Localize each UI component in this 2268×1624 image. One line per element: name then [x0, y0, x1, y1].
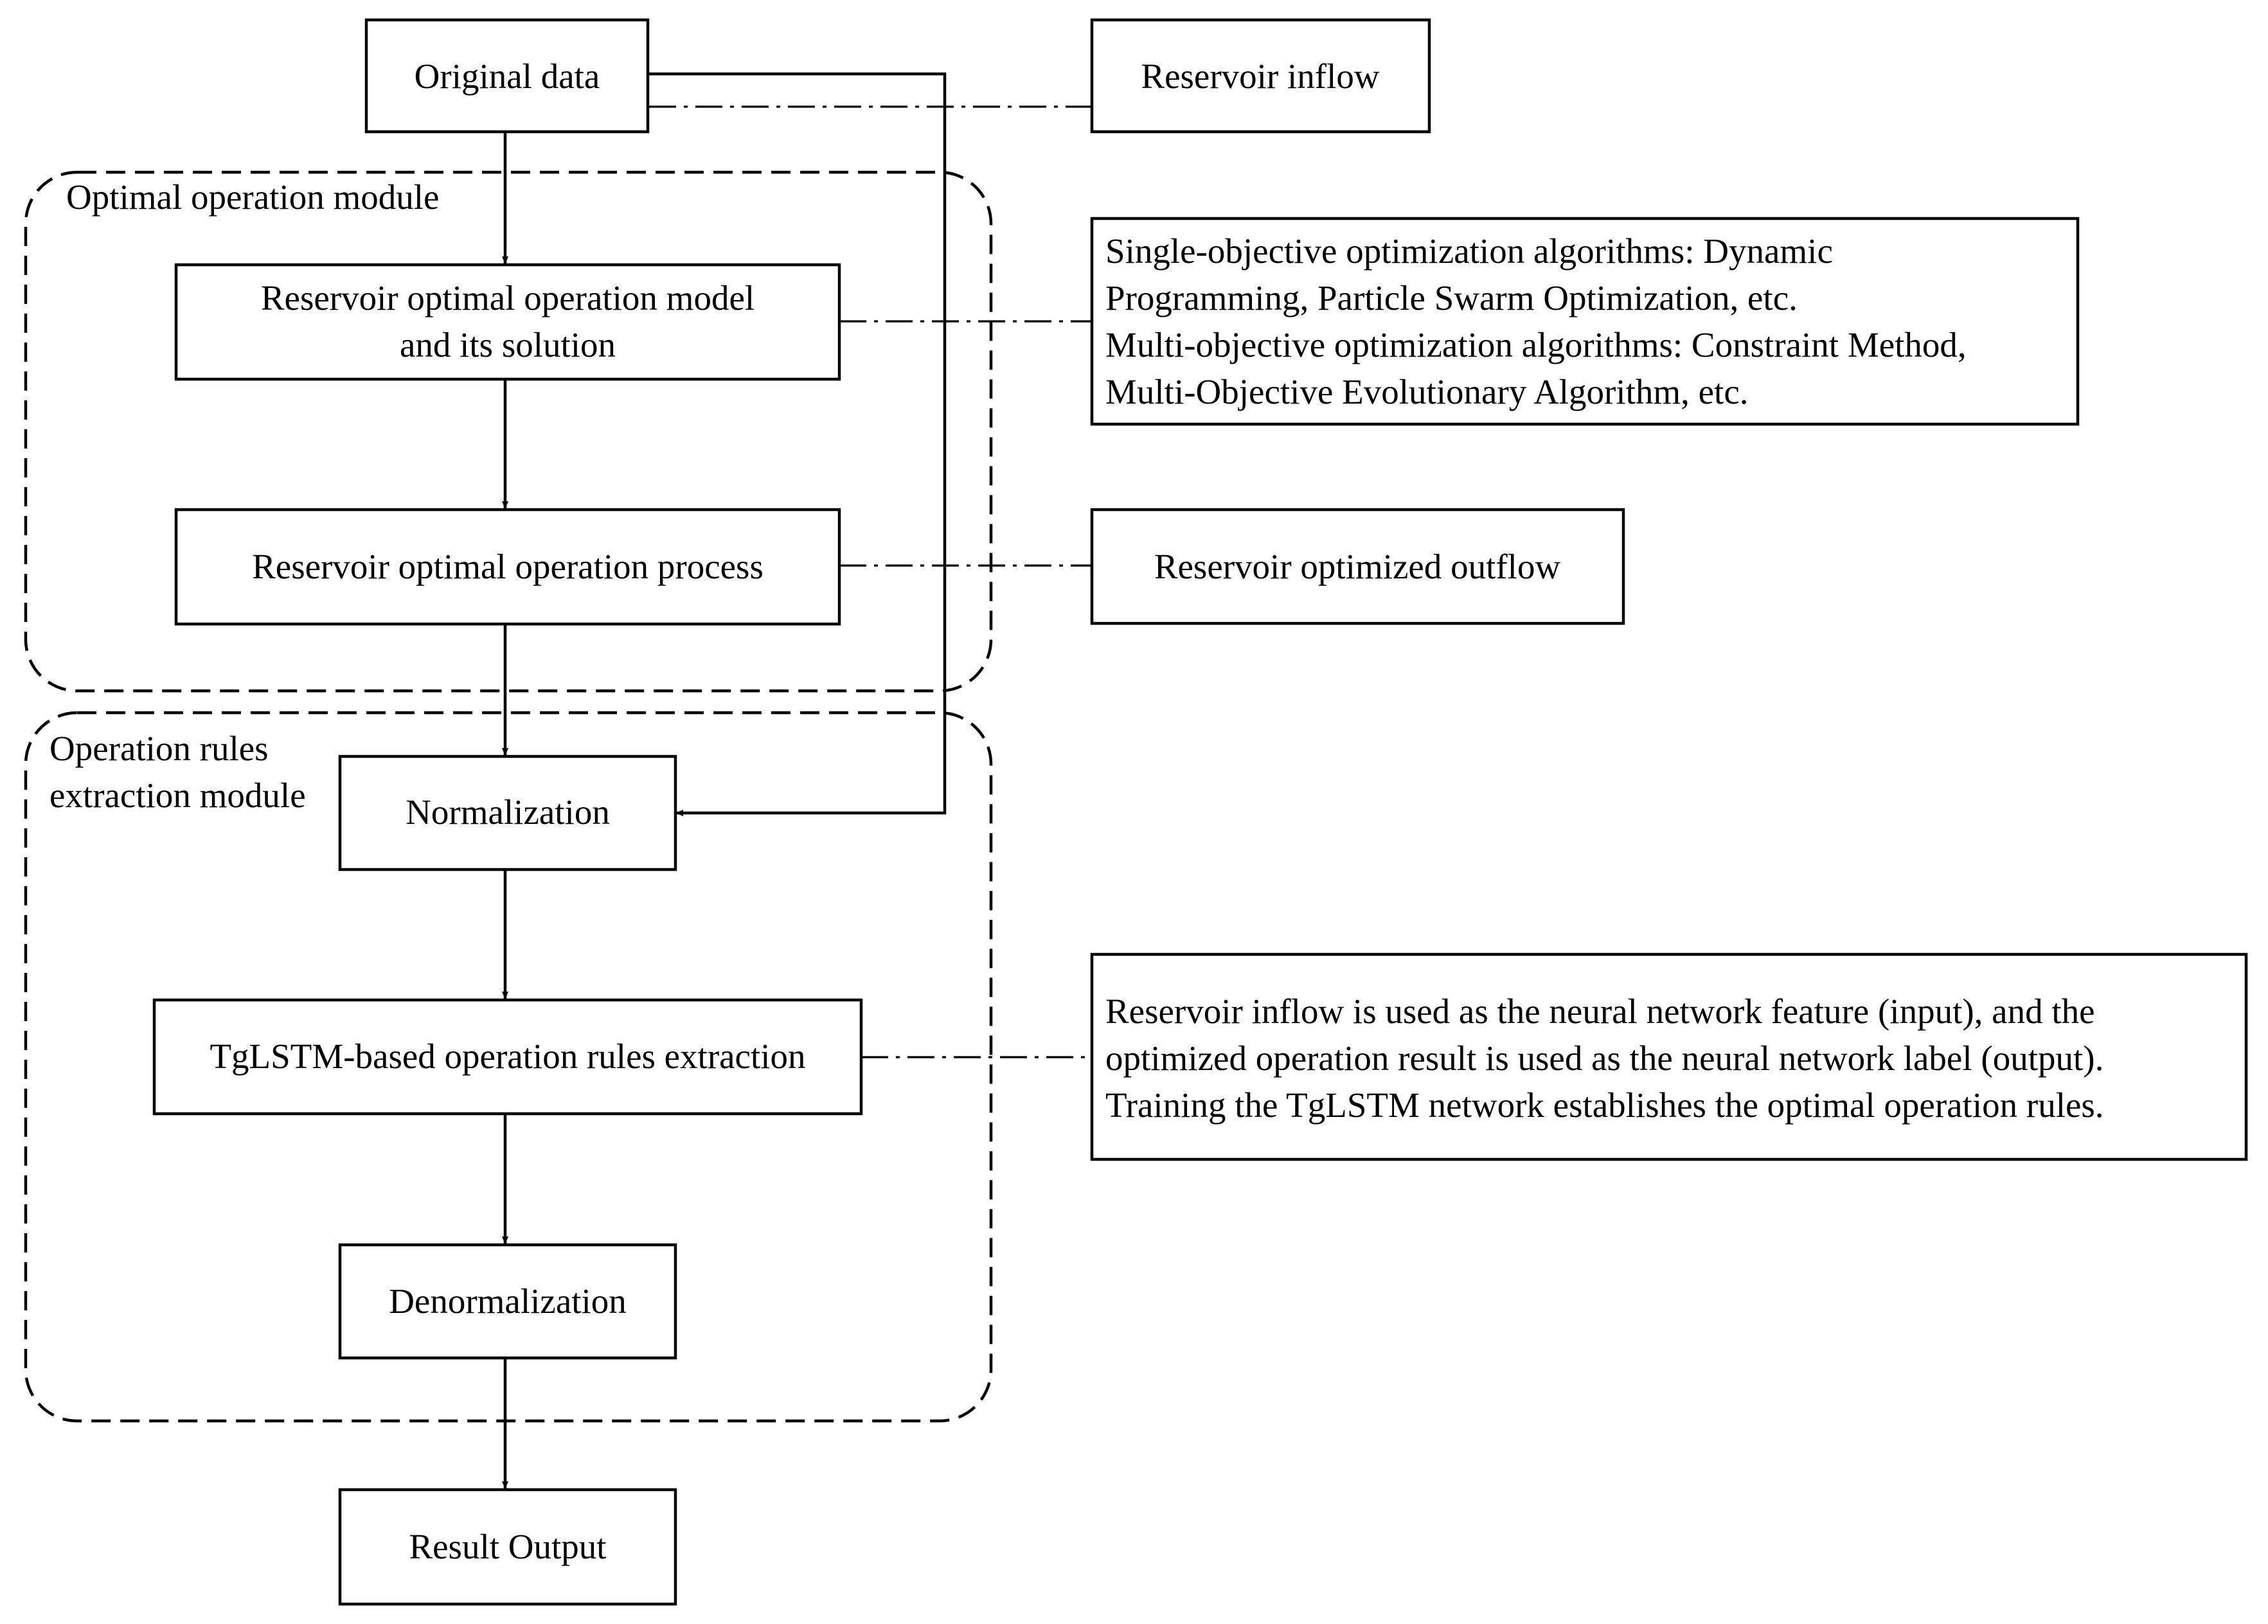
tglstm-explanation-label-line-2: optimized operation result is used as th…	[1105, 1039, 2103, 1078]
optimal-module-label-line-1: Optimal operation module	[66, 177, 439, 217]
operation-rules-extraction-module	[24, 711, 993, 1423]
denormalization-box	[338, 1243, 677, 1360]
optimized-outflow-box	[1090, 508, 1625, 625]
tglstm-explanation-label-line-3: Training the TgLSTM network establishes …	[1105, 1085, 2104, 1125]
original-data-box	[364, 18, 650, 134]
model-solution-label-line-2: and its solution	[400, 325, 616, 364]
algorithms-box	[1090, 217, 2080, 426]
extraction-module-label: Operation rules extraction module	[49, 729, 306, 815]
algorithms-label-line-2: Programming, Particle Swarm Optimization…	[1105, 278, 1798, 317]
reservoir-inflow-box	[1090, 18, 1431, 134]
result-output-box	[338, 1488, 677, 1606]
operation-process-box	[174, 508, 841, 626]
denormalization-label-line-1: Denormalization	[389, 1281, 627, 1321]
result-output-label: Result Output	[409, 1527, 606, 1566]
original-data-label-line-1: Original data	[415, 57, 600, 96]
normalization-label: Normalization	[406, 792, 610, 832]
reservoir-inflow-label-line-1: Reservoir inflow	[1141, 57, 1379, 96]
operation-process-label-line-1: Reservoir optimal operation process	[252, 547, 763, 586]
tglstm-explanation-label-line-1: Reservoir inflow is used as the neural n…	[1105, 992, 2095, 1031]
model-solution-box	[174, 263, 841, 381]
arrow-original-bypass-to-normalization	[648, 72, 947, 816]
result-output-label-line-1: Result Output	[409, 1527, 606, 1566]
extraction-module-label-line-2: extraction module	[49, 776, 306, 815]
model-solution-label-line-1: Reservoir optimal operation model	[261, 278, 755, 317]
optimized-outflow-label: Reservoir optimized outflow	[1154, 547, 1561, 586]
tglstm-extraction-box	[152, 998, 863, 1116]
original-data-label: Original data	[415, 57, 600, 96]
tglstm-extraction-label: TgLSTM-based operation rules extraction	[210, 1037, 805, 1076]
algorithms-label: Single-objective optimization algorithms…	[1105, 231, 1967, 411]
algorithms-label-line-4: Multi-Objective Evolutionary Algorithm, …	[1105, 372, 1749, 411]
optimal-module-label: Optimal operation module	[66, 177, 439, 217]
operation-process-label: Reservoir optimal operation process	[252, 547, 763, 586]
reservoir-inflow-label: Reservoir inflow	[1141, 57, 1379, 96]
normalization-box	[338, 754, 677, 871]
extraction-module-label-line-1: Operation rules	[49, 729, 269, 768]
optimized-outflow-label-line-1: Reservoir optimized outflow	[1154, 547, 1561, 586]
optimal-operation-module	[24, 170, 993, 693]
tglstm-explanation-box	[1090, 952, 2248, 1161]
model-solution-label: Reservoir optimal operation model and its…	[261, 278, 755, 364]
tglstm-explanation-label: Reservoir inflow is used as the neural n…	[1105, 992, 2104, 1125]
algorithms-label-line-1: Single-objective optimization algorithms…	[1105, 231, 1833, 271]
algorithms-label-line-3: Multi-objective optimization algorithms:…	[1105, 325, 1967, 364]
normalization-label-line-1: Normalization	[406, 792, 610, 832]
denormalization-label: Denormalization	[389, 1281, 627, 1321]
tglstm-extraction-label-line-1: TgLSTM-based operation rules extraction	[210, 1037, 805, 1076]
